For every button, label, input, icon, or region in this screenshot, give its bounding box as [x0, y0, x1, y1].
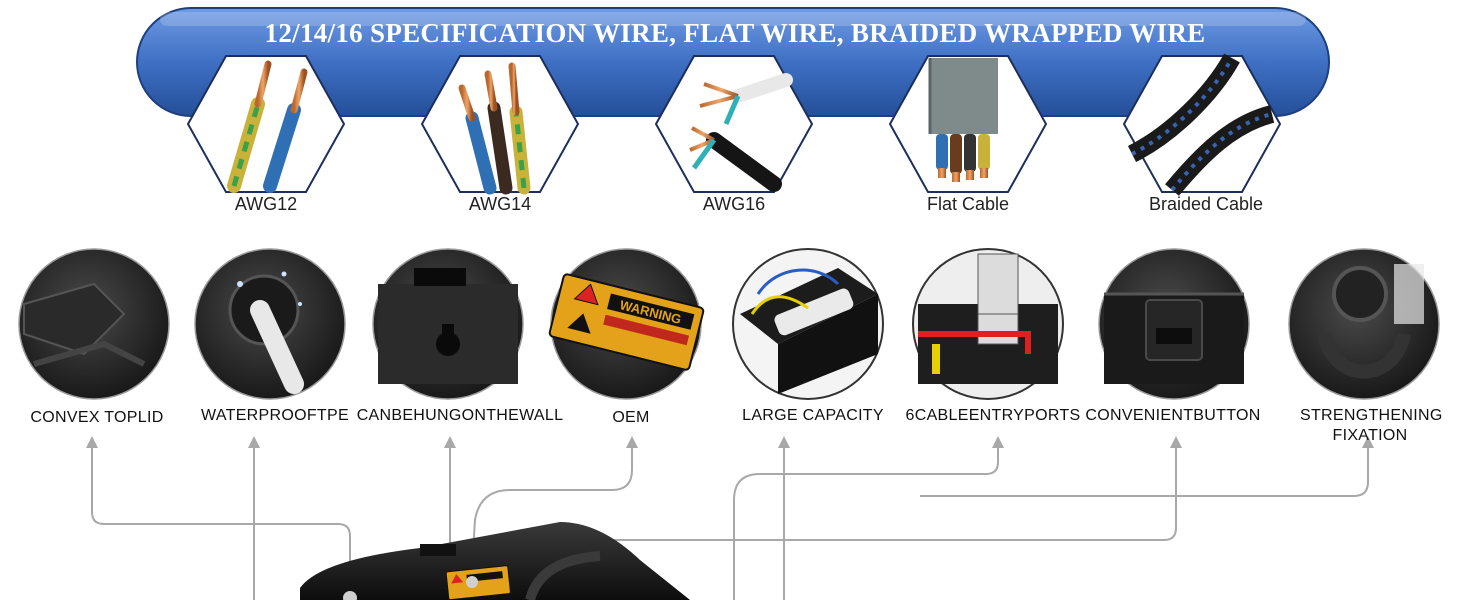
feature-label-convex-toplid: CONVEX TOPLID	[30, 409, 164, 426]
feature-circle-fixation	[1288, 248, 1440, 400]
connector-dot-lid	[343, 591, 357, 600]
three-core-wire-icon	[458, 62, 531, 195]
fixation-screw-icon	[1317, 264, 1424, 379]
wire-label-awg12: AWG12	[234, 194, 298, 214]
cable-ports-icon	[918, 253, 1058, 384]
wire-hexagon-awg16	[654, 55, 814, 193]
feature-label-button: CONVENIENTBUTTON	[1085, 407, 1261, 424]
feature-circle-oem: WARNING	[548, 248, 705, 400]
feature-label-wall-hang: CANBEHUNGONTHEWALL	[356, 407, 564, 424]
feature-label-waterproof: WATERPROOFTPE	[201, 407, 349, 424]
wire-hexagon-braided	[1122, 53, 1282, 196]
wall-hanging-slot-icon	[378, 268, 518, 384]
junction-box-product	[300, 522, 690, 600]
feature-label-cable-ports: 6CABLEENTRYPORTS	[905, 407, 1081, 424]
product-warning-badge	[445, 565, 511, 600]
two-core-wire-icon	[227, 60, 308, 193]
braided-cable-icon	[1127, 53, 1275, 196]
wire-hexagon-flat	[888, 55, 1048, 193]
feature-label-oem: OEM	[612, 409, 650, 426]
latch-button-icon	[1104, 292, 1244, 384]
feature-circle-convex-toplid	[18, 248, 170, 400]
connector-lines	[91, 446, 1369, 600]
feature-label-fixation: STRENGTHENING FIXATION	[1300, 407, 1443, 444]
convex-lid-icon	[23, 282, 146, 367]
connector-dot-oem	[466, 576, 478, 588]
flat-cable-icon	[928, 58, 998, 182]
banner-title: 12/14/16 SPECIFICATION WIRE, FLAT WIRE, …	[264, 18, 1206, 48]
feature-circle-waterproof	[194, 248, 346, 400]
open-box-icon	[740, 268, 878, 394]
connector-arrowheads	[86, 436, 1374, 448]
wire-hexagon-awg14	[420, 55, 580, 195]
warning-label-icon: WARNING	[548, 273, 705, 371]
wire-label-awg14: AWG14	[468, 194, 532, 214]
feature-circle-large-capacity	[732, 248, 884, 400]
feature-circle-button	[1098, 248, 1250, 400]
wire-label-awg16: AWG16	[702, 194, 766, 214]
stripped-cable-icon	[689, 73, 793, 192]
waterproof-grommet-icon	[228, 271, 304, 394]
feature-circle-wall-hang	[372, 248, 524, 400]
feature-circle-cable-ports	[912, 248, 1064, 400]
wire-hexagon-awg12	[186, 55, 346, 193]
feature-label-large-capacity: LARGE CAPACITY	[742, 407, 884, 424]
wire-label-braided: Braided Cable	[1148, 194, 1264, 214]
wire-label-flat: Flat Cable	[926, 194, 1010, 214]
